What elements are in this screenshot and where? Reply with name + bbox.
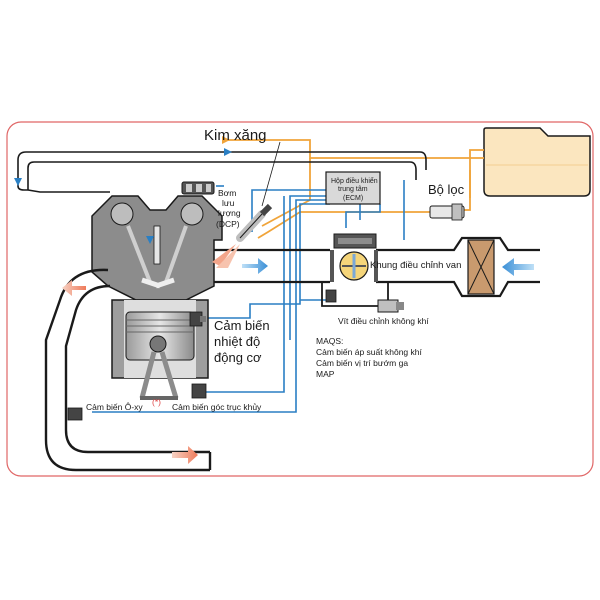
fuel-tank [483, 127, 591, 197]
fuel-filter [429, 203, 465, 221]
maqs-label-line3: Cảm biến vị trí bướm ga [316, 358, 408, 368]
exhaust-arrow-left [62, 280, 86, 296]
exhaust-pipe [44, 268, 212, 472]
injector-label: Kim xăng [204, 127, 267, 144]
crank-sensor [191, 383, 207, 399]
idle-screw-label: Vít điều chỉnh không khí [338, 316, 429, 326]
fuel-pump [181, 181, 215, 195]
maqs-label-line4: MAP [316, 369, 335, 379]
idle-bypass [321, 282, 404, 313]
ecu-label-line3: (ECM) [343, 195, 363, 202]
crank-sensor-label: Cảm biến góc trục khủy [172, 402, 262, 412]
diagram-frame [6, 121, 594, 477]
pump-label-line4: (DCP) [216, 219, 240, 229]
temp-sensor-label-line1: Cảm biến [214, 318, 270, 333]
signal-wiring [92, 180, 405, 413]
temp-sensor-label-line2: nhiệt độ [214, 334, 260, 349]
injector [212, 203, 273, 268]
filter-label: Bộ lọc [428, 182, 465, 197]
injector-leader [261, 141, 281, 207]
maqs-sensor [325, 289, 337, 303]
o2-sensor-label: Cảm biến Ô-xy [86, 402, 143, 412]
return-pipe [17, 151, 427, 193]
intake-arrow-right [502, 258, 534, 276]
ecu-box: Hộp điều khiển trung tâm (ECM) [325, 171, 381, 205]
air-flow-arrows [62, 258, 534, 464]
o2-sensor [67, 407, 83, 421]
engine [91, 195, 223, 400]
ecu-label-line2: trung tâm [338, 186, 368, 193]
throttle-body [330, 233, 378, 282]
ecu-label-line1: Hộp điều khiển [331, 176, 378, 185]
o2-sensor-mark: (*) [152, 397, 161, 407]
pump-label-line2: lưu [222, 198, 235, 208]
pump-label-line3: lượng [218, 208, 241, 218]
temp-sensor [189, 311, 206, 327]
intake-arrow-left [242, 258, 268, 274]
signal-direction-arrows [14, 136, 232, 244]
intake-manifold [214, 236, 540, 298]
maqs-label-line2: Cảm biến áp suất không khí [316, 347, 422, 357]
exhaust-arrow-right [172, 446, 198, 464]
air-filter [467, 239, 495, 295]
maqs-label-line1: MAQS: [316, 336, 343, 346]
pump-label-line1: Bơm [218, 188, 236, 198]
throttle-label: Khung điều chỉnh van [370, 260, 461, 271]
temp-sensor-label-line3: động cơ [214, 350, 262, 365]
